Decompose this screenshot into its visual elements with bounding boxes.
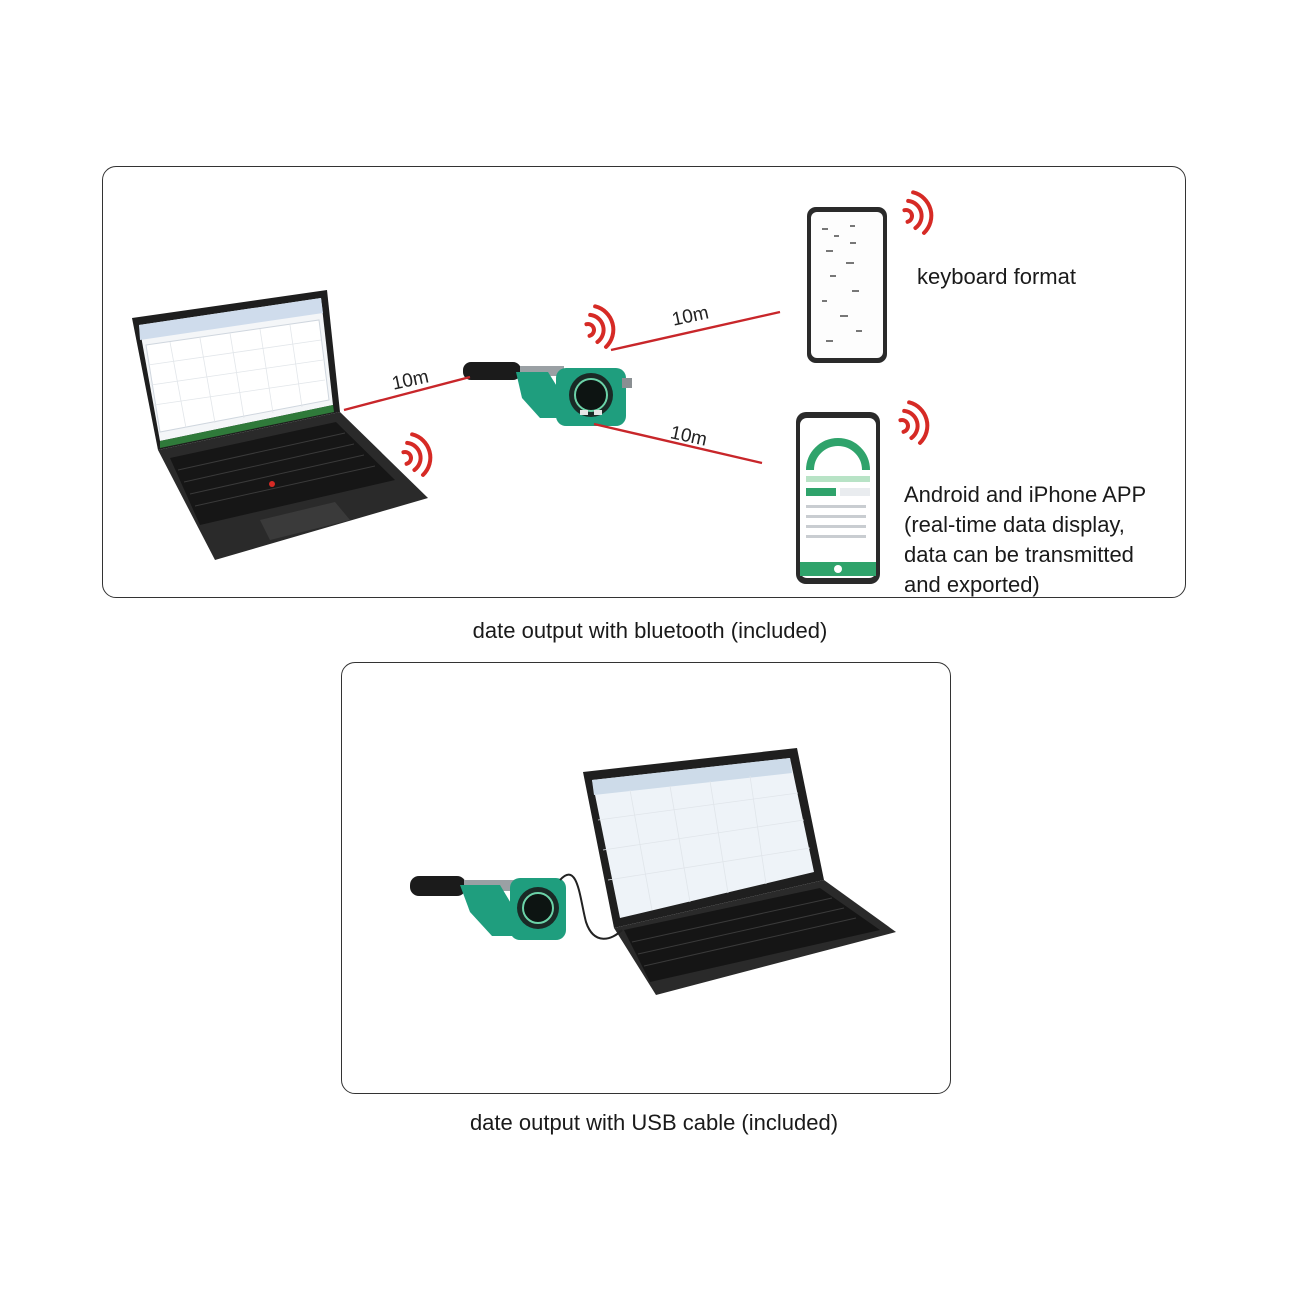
app-label-line-1: Android and iPhone APP [904, 482, 1147, 507]
laptop-icon [132, 290, 428, 560]
bluetooth-caption: date output with bluetooth (included) [472, 618, 828, 643]
usb-caption: date output with USB cable (included) [469, 1110, 839, 1135]
app-label-line-3: data can be transmitted [904, 542, 1134, 567]
app-label-line-2: (real-time data display, [904, 512, 1125, 537]
link-phone-bottom [593, 422, 763, 465]
app-label-line-4: and exported) [904, 572, 1040, 597]
link-lines [343, 310, 781, 465]
usb-cable [559, 873, 623, 940]
smartphone-icon [796, 412, 880, 584]
laptop-icon [583, 748, 896, 995]
link-phone-top [610, 310, 781, 352]
micrometer-icon [463, 362, 632, 426]
micrometer-icon [410, 876, 566, 940]
keyboard-format-label: keyboard format [917, 264, 1076, 289]
wifi-signal-icon [401, 190, 934, 477]
smartphone-icon [807, 207, 887, 363]
link-laptop [343, 375, 471, 412]
